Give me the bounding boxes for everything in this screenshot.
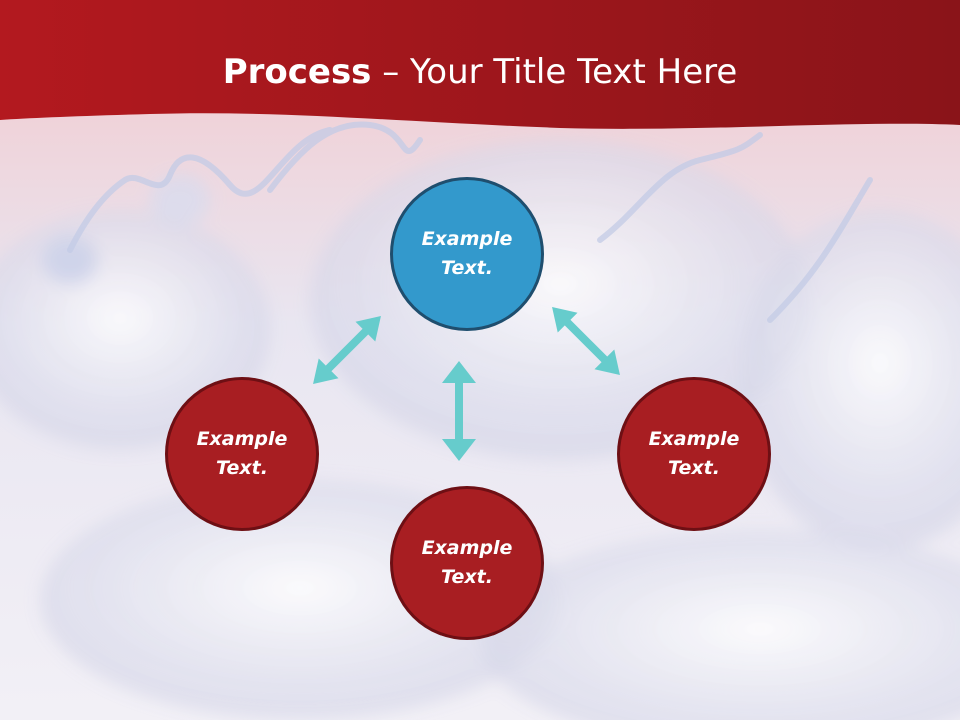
- node-right-label: Example Text.: [648, 428, 740, 479]
- title-rest: – Your Title Text Here: [371, 52, 738, 92]
- page-title: Process – Your Title Text Here: [0, 52, 960, 92]
- process-node-top[interactable]: Example Text.: [390, 177, 544, 331]
- node-bottom-label: Example Text.: [421, 537, 513, 588]
- process-node-bottom[interactable]: Example Text.: [390, 486, 544, 640]
- title-bold: Process: [222, 52, 372, 92]
- double-arrow-right: [552, 307, 620, 375]
- process-node-right[interactable]: Example Text.: [617, 377, 771, 531]
- node-top-label: Example Text.: [421, 228, 513, 279]
- double-arrow-left: [313, 316, 381, 384]
- process-node-left[interactable]: Example Text.: [165, 377, 319, 531]
- double-arrow-center: [442, 361, 476, 461]
- node-left-label: Example Text.: [196, 428, 288, 479]
